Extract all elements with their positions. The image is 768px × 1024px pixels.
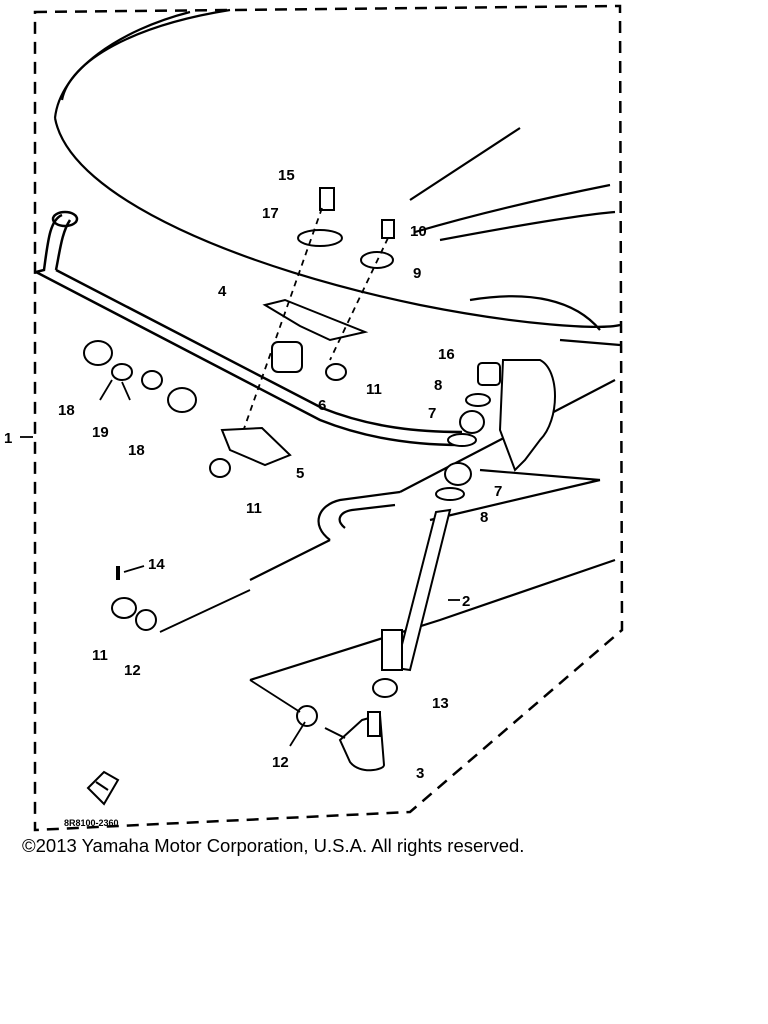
callout-2: 2	[462, 593, 470, 610]
callout-1: 1	[4, 430, 12, 447]
callout-19: 19	[92, 424, 109, 441]
hood-outline	[53, 8, 621, 347]
callout-12b: 12	[272, 754, 289, 771]
screw-part	[116, 566, 120, 580]
callout-18a: 18	[58, 402, 75, 419]
figure-code: 8R8100-2360	[64, 818, 119, 828]
callout-7b: 7	[494, 483, 502, 500]
callout-11c: 11	[92, 647, 108, 664]
callout-8a: 8	[434, 377, 442, 394]
spindle-assembly	[324, 359, 556, 772]
callout-11b: 11	[246, 500, 262, 517]
callout-12a: 12	[124, 662, 141, 679]
callout-15: 15	[278, 167, 295, 184]
stabilizer-bar	[35, 210, 463, 447]
callout-5: 5	[296, 465, 304, 482]
callout-17: 17	[262, 205, 279, 222]
callout-3: 3	[416, 765, 424, 782]
callout-14: 14	[148, 556, 165, 573]
callout-13: 13	[432, 695, 449, 712]
callout-8b: 8	[480, 509, 488, 526]
callout-11a: 11	[366, 381, 382, 398]
callout-18b: 18	[128, 442, 145, 459]
callout-7a: 7	[428, 405, 436, 422]
small-parts	[83, 340, 501, 727]
callout-4: 4	[218, 283, 227, 300]
copyright-text: ©2013 Yamaha Motor Corporation, U.S.A. A…	[22, 835, 525, 856]
leader-lines	[20, 379, 460, 747]
assembly-guides	[239, 207, 389, 441]
front-arrow-icon	[86, 770, 120, 806]
callout-6: 6	[318, 397, 326, 414]
callout-16a: 16	[438, 346, 455, 363]
callout-10: 10	[410, 223, 427, 240]
callout-numbers: 1 2 3 4 5 6 7 7 8 8 9 10 11 11 11 12 12 …	[4, 167, 502, 782]
assembly-boundary	[33, 4, 624, 832]
callout-9: 9	[413, 265, 421, 282]
center-bracket	[262, 187, 395, 342]
